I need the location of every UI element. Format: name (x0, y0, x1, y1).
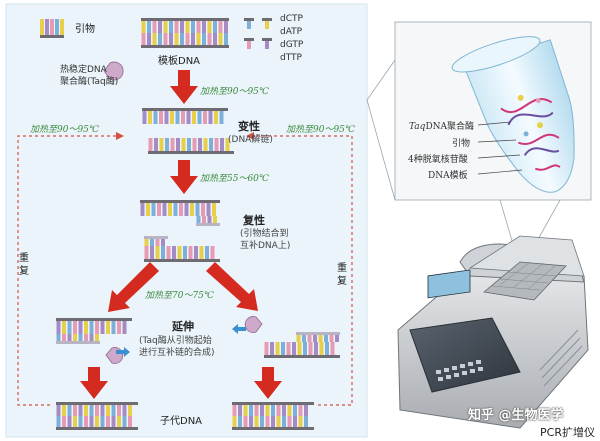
tube-label-enzyme-italic: Taq (409, 122, 426, 132)
extend-right-template (264, 342, 340, 358)
tube-label-primer: 引物 (452, 139, 471, 149)
progeny-dna-left (56, 402, 138, 430)
flow-arrows (80, 70, 282, 399)
product-label: 子代DNA (160, 416, 203, 427)
repeat-loops (17, 135, 353, 406)
anneal-subtitle-2: 互补DNA上) (240, 241, 291, 251)
legend-dgtp: dGTP (280, 40, 304, 50)
tube-label-enzyme: TaqDNA聚合酶 (409, 119, 474, 132)
denatured-top-strand (142, 108, 228, 124)
legend-datp: dATP (280, 27, 303, 37)
extension-direction-arrows (116, 324, 246, 357)
heat-label-denature: 加热至90～95℃ (200, 87, 269, 97)
extend-left-template (56, 318, 132, 334)
tube-label-template: DNA模板 (428, 171, 468, 181)
legend-template-strand (141, 18, 229, 48)
repeat-label-left: 重复 (19, 253, 29, 277)
legend-polymerase (103, 61, 124, 81)
anneal-bottom-template (144, 246, 220, 262)
device-caption: PCR扩增仪 (540, 426, 595, 439)
progeny-dna-right (232, 402, 314, 430)
anneal-primer-1 (196, 216, 220, 226)
dna-strands (56, 108, 340, 430)
anneal-top-template (140, 200, 220, 216)
tube-pointer-lines (477, 121, 523, 175)
legend-dctp: dCTP (280, 14, 303, 24)
repeat-arrowheads (116, 132, 254, 140)
anneal-subtitle-1: (引物结合到 (240, 229, 289, 239)
extend-subtitle-2: 进行互补链的合成) (139, 348, 215, 358)
extend-subtitle-1: (Taq酶从引物起始 (139, 336, 212, 346)
tube-label-dntp: 4种脱氧核苷酸 (408, 155, 468, 165)
legend-polymerase-label-1: 热稳定DNA (60, 65, 107, 75)
denatured-bottom-strand (148, 138, 234, 154)
extend-left-new (56, 334, 100, 344)
denature-subtitle: (DNA解链) (228, 135, 273, 145)
watermark: 知乎 @生物医学 (468, 408, 564, 423)
denature-title: 变性 (238, 120, 260, 133)
extend-title: 延伸 (172, 320, 194, 333)
legend-template-dna (141, 18, 229, 48)
heat-label-anneal: 加热至55～60℃ (200, 174, 269, 184)
tube-label-enzyme-rest: DNA聚合酶 (425, 122, 475, 132)
legend-primers (40, 19, 64, 38)
anneal-primer-2 (144, 236, 168, 246)
heat-label-left: 加热至90～95℃ (30, 125, 99, 135)
pcr-tube (451, 36, 575, 193)
legend-dttp: dTTP (280, 53, 302, 63)
legend-dntps (244, 18, 272, 49)
pcr-machine (397, 235, 589, 429)
heat-label-extend: 加热至70～75℃ (145, 291, 214, 301)
extend-right-new (296, 332, 340, 342)
heat-label-right: 加热至90～95℃ (286, 125, 355, 135)
repeat-label-right: 重复 (337, 263, 347, 287)
legend-primer-label: 引物 (75, 24, 95, 35)
legend-polymerase-label-2: 聚合酶(Taq酶) (60, 77, 119, 87)
anneal-title: 复性 (243, 214, 265, 227)
legend-template-label: 模板DNA (158, 56, 201, 67)
